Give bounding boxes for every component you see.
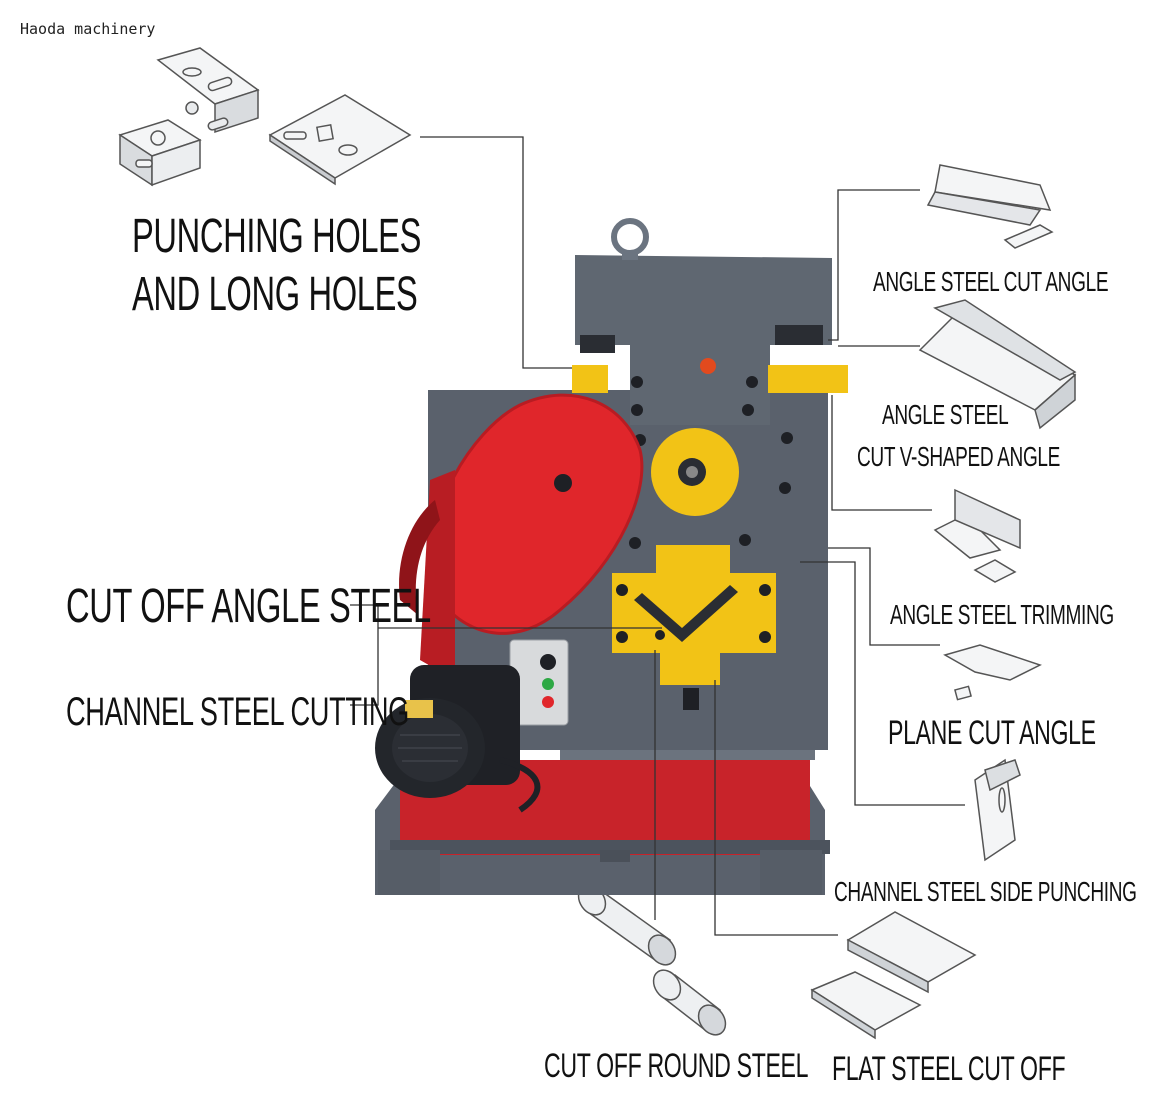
v-cut-label-line2: CUT V-SHAPED ANGLE: [857, 441, 1061, 472]
channel-side-punching-label: CHANNEL STEEL SIDE PUNCHING: [834, 876, 1137, 907]
angle-cut-angle-label: ANGLE STEEL CUT ANGLE: [873, 266, 1109, 297]
punched-plate-sketch: [268, 94, 412, 186]
angle-trimming-label: ANGLE STEEL TRIMMING: [890, 599, 1114, 630]
punching-label-line1: PUNCHING HOLES: [132, 210, 422, 263]
v-cut-label-line1: ANGLE STEEL: [882, 399, 1009, 430]
punched-slugs-sketch: [185, 101, 229, 131]
angle-v-cut-sketch: [918, 299, 1077, 430]
flat-steel-cut-label: FLAT STEEL CUT OFF: [832, 1050, 1066, 1088]
round-bar-sketch: [577, 884, 727, 1036]
plane-cut-angle-label: PLANE CUT ANGLE: [888, 714, 1096, 752]
angle-trimming-sketch: [933, 488, 1021, 583]
plane-cut-sketch: [943, 644, 1042, 701]
ironworker-machine: [375, 218, 848, 895]
punching-label-line2: AND LONG HOLES: [132, 268, 418, 321]
channel-side-punching-sketch: [974, 758, 1021, 862]
channel-steel-cutting-label: CHANNEL STEEL CUTTING: [66, 690, 409, 734]
punched-bracket-sketch: [156, 47, 260, 134]
flat-bar-sketch: [810, 911, 977, 1040]
watermark-text: Haoda machinery: [20, 20, 156, 38]
leader-lines: [350, 136, 965, 936]
round-steel-cut-label: CUT OFF ROUND STEEL: [544, 1047, 809, 1085]
angle-cut-angle-sketch: [926, 164, 1054, 249]
cut-angle-steel-label: CUT OFF ANGLE STEEL: [66, 580, 431, 633]
channel-bracket-sketch: [118, 119, 202, 187]
